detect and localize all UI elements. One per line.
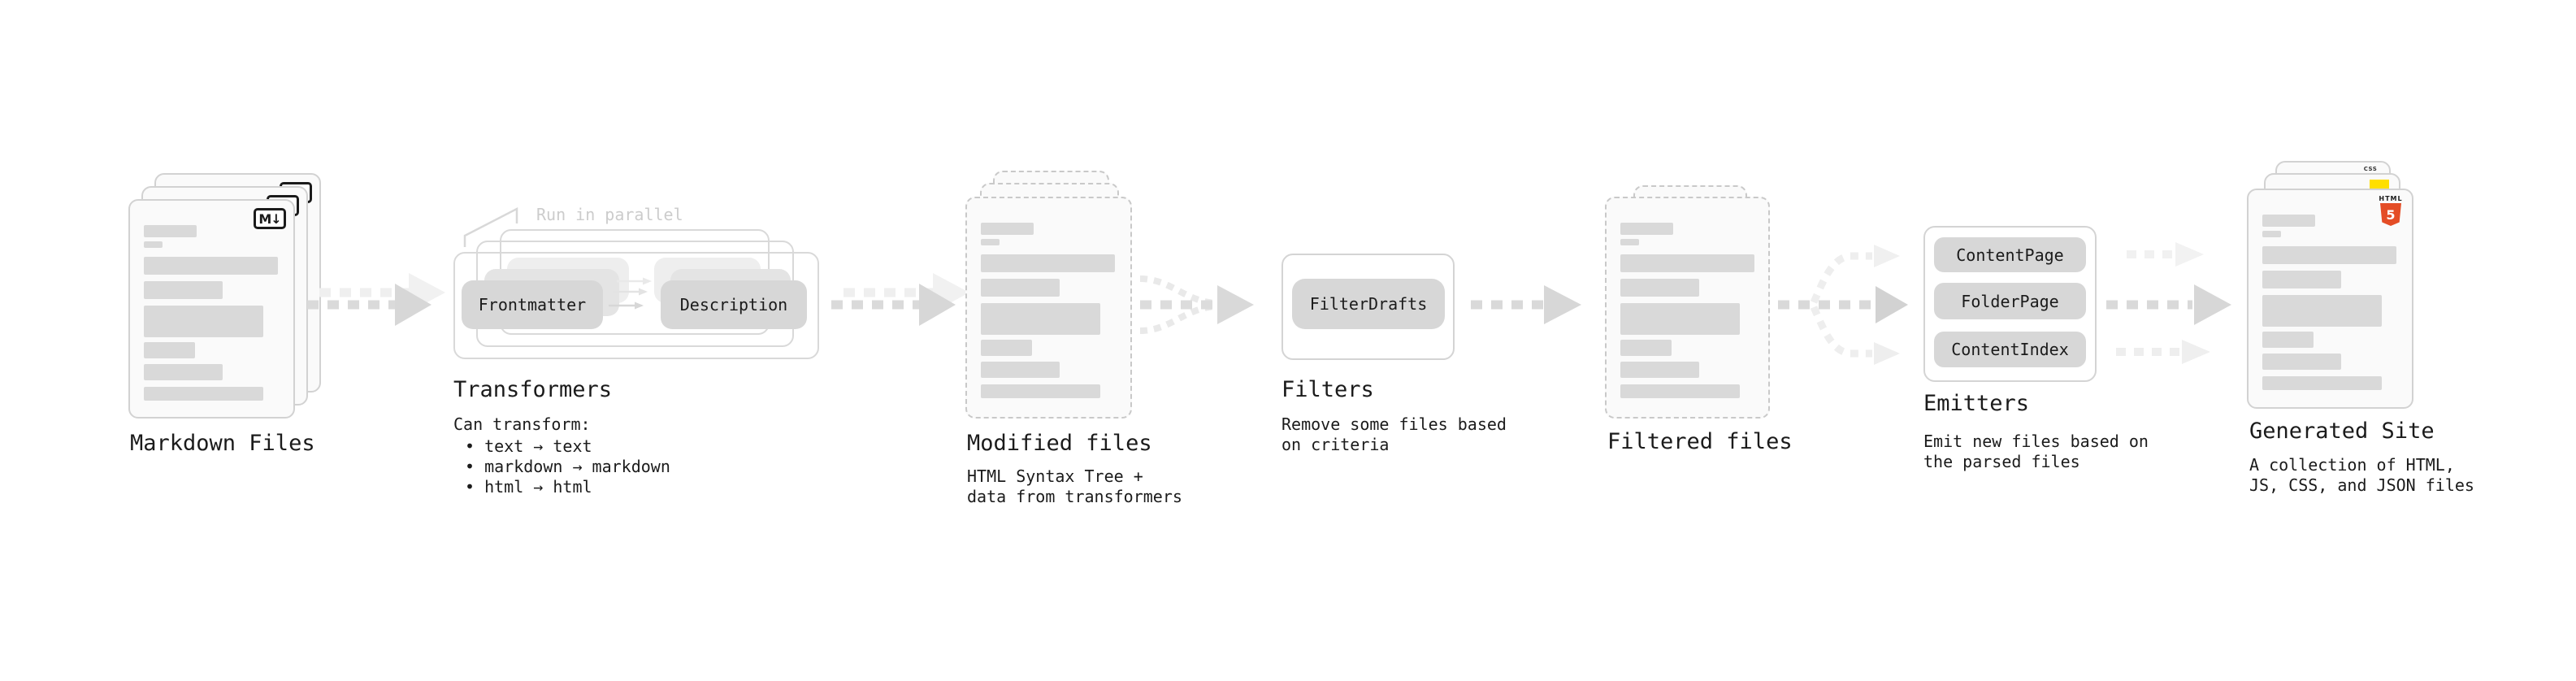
emitter-pill-contentindex: ContentIndex bbox=[1934, 332, 2086, 367]
skeleton-line bbox=[1620, 254, 1754, 272]
callout-line bbox=[463, 206, 518, 247]
skeleton-line bbox=[144, 306, 263, 337]
skeleton-line bbox=[144, 364, 223, 380]
skeleton-line bbox=[981, 239, 1000, 245]
html5-icon-label: HTML bbox=[2379, 195, 2403, 202]
transform-step-arrows bbox=[609, 277, 652, 310]
skeleton-line bbox=[144, 241, 163, 248]
transformer-pill-frontmatter: Frontmatter bbox=[462, 280, 603, 329]
skeleton-line bbox=[1620, 384, 1740, 398]
node-label-generated-site: Generated Site bbox=[2249, 419, 2435, 444]
skeleton-line bbox=[2262, 376, 2382, 390]
skeleton-line bbox=[1620, 362, 1699, 378]
emitter-pill-folderpage: FolderPage bbox=[1934, 283, 2086, 319]
js-icon bbox=[2370, 180, 2389, 190]
generated-site-note: JS, CSS, and JSON files bbox=[2249, 475, 2474, 495]
skeleton-line bbox=[1620, 340, 1672, 356]
skeleton-line bbox=[2262, 215, 2315, 227]
html5-icon-shield: 5 bbox=[2380, 203, 2401, 226]
markdown-icon: M↓ bbox=[254, 208, 286, 229]
skeleton-line bbox=[144, 257, 278, 275]
html5-icon: HTML 5 bbox=[2378, 195, 2404, 226]
skeleton-line bbox=[144, 387, 263, 401]
modified-files-note: HTML Syntax Tree + bbox=[967, 466, 1143, 486]
node-label-emitters: Emitters bbox=[1923, 391, 2030, 416]
flow-arrow-filters-to-filtered bbox=[1471, 285, 1581, 324]
skeleton-line bbox=[2262, 295, 2382, 327]
file-card: HTML 5 bbox=[2247, 189, 2413, 409]
skeleton-line bbox=[1620, 279, 1699, 297]
emitters-note: the parsed files bbox=[1923, 452, 2080, 471]
emitters-note: Emit new files based on bbox=[1923, 432, 2149, 451]
css-icon-label: CSS bbox=[2363, 166, 2378, 172]
skeleton-line bbox=[2262, 354, 2341, 370]
modified-files-note: data from transformers bbox=[967, 487, 1182, 506]
node-label-modified-files: Modified files bbox=[967, 431, 1152, 456]
node-label-filters: Filters bbox=[1281, 377, 1374, 402]
html5-icon-number: 5 bbox=[2386, 206, 2396, 223]
transformer-layer-front bbox=[453, 252, 819, 359]
generated-site-note: A collection of HTML, bbox=[2249, 455, 2455, 475]
skeleton-line bbox=[981, 254, 1115, 272]
filters-note: Remove some files based bbox=[1281, 414, 1507, 434]
skeleton-line bbox=[981, 223, 1034, 235]
emitters-box bbox=[1923, 226, 2097, 382]
skeleton-line bbox=[1620, 303, 1740, 335]
skeleton-line bbox=[2262, 246, 2396, 264]
file-card bbox=[1605, 197, 1770, 419]
run-in-parallel-annotation: Run in parallel bbox=[536, 205, 683, 224]
skeleton-line bbox=[144, 225, 197, 237]
transformers-note-title: Can transform: bbox=[453, 414, 591, 434]
node-label-transformers: Transformers bbox=[453, 377, 613, 402]
filters-box bbox=[1281, 254, 1455, 360]
file-card bbox=[965, 197, 1132, 419]
skeleton-line bbox=[1620, 239, 1639, 245]
flow-arrow-markdown-to-transformers bbox=[307, 273, 445, 326]
skeleton-line bbox=[2262, 332, 2314, 348]
skeleton-line bbox=[1620, 223, 1673, 235]
transformers-note: • text → text bbox=[465, 436, 592, 456]
node-label-filtered-files: Filtered files bbox=[1607, 429, 1793, 454]
transformer-pill-description: Description bbox=[661, 280, 807, 329]
skeleton-line bbox=[2262, 231, 2281, 237]
file-card: M↓ bbox=[128, 199, 295, 419]
skeleton-line bbox=[981, 303, 1100, 335]
skeleton-line bbox=[144, 281, 223, 299]
filters-note: on criteria bbox=[1281, 435, 1390, 454]
flow-arrow-emitters-to-site bbox=[2106, 242, 2231, 364]
transformers-note: • html → html bbox=[465, 477, 592, 497]
node-label-markdown-files: Markdown Files bbox=[130, 431, 315, 456]
skeleton-line bbox=[2262, 271, 2341, 288]
skeleton-line bbox=[144, 342, 195, 358]
skeleton-line bbox=[981, 340, 1032, 356]
transformers-note: • markdown → markdown bbox=[465, 457, 670, 476]
flow-arrow-filtered-to-emitters bbox=[1778, 245, 1908, 365]
skeleton-line bbox=[981, 279, 1060, 297]
flow-arrow-modified-to-filters bbox=[1139, 275, 1254, 334]
emitter-pill-contentpage: ContentPage bbox=[1934, 237, 2086, 272]
skeleton-line bbox=[981, 384, 1100, 398]
filter-pill-filterdrafts: FilterDrafts bbox=[1292, 279, 1445, 329]
flow-arrow-transformers-to-modified bbox=[831, 273, 969, 326]
skeleton-line bbox=[981, 362, 1060, 378]
